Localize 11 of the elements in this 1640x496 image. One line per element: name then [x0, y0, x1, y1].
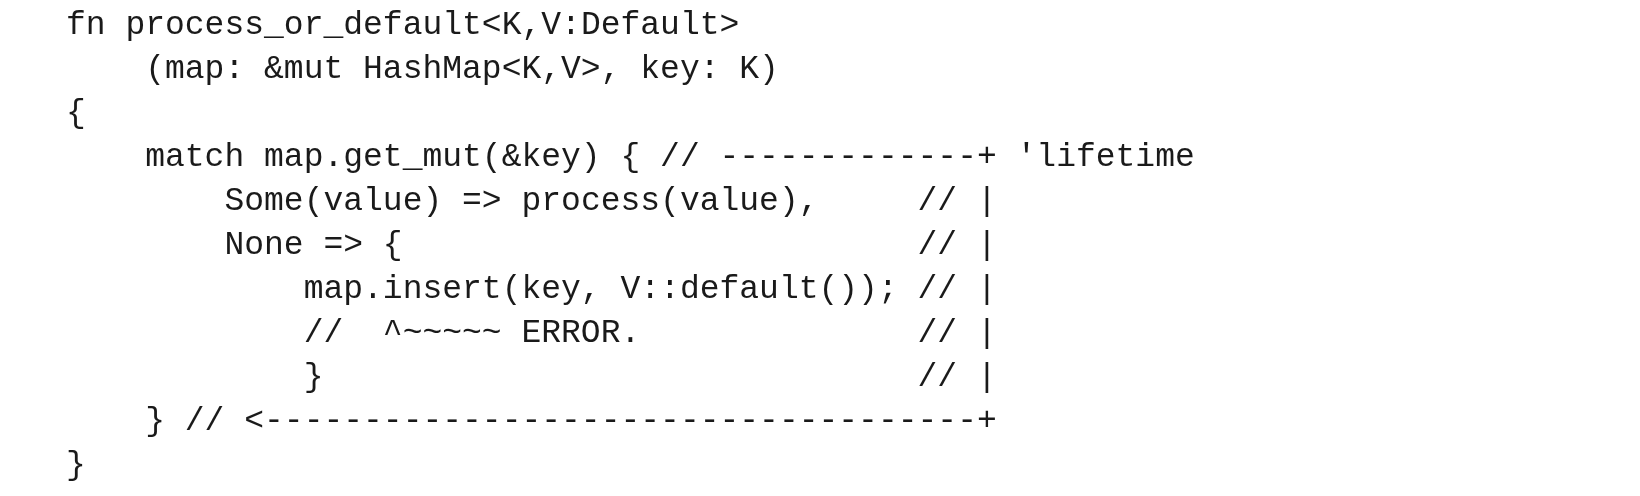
- code-line: None => { // |: [224, 227, 997, 264]
- code-line: (map: &mut HashMap<K,V>, key: K): [145, 51, 779, 88]
- code-line: } // <------------------------------------+: [145, 403, 997, 440]
- code-line: // ^~~~~~ ERROR. // |: [303, 315, 997, 352]
- code-line: match map.get_mut(&key) { // -------------+ 'lifetime: [145, 139, 1195, 176]
- code-line: fn process_or_default<K,V:Default>: [66, 7, 740, 44]
- code-line: }: [66, 447, 86, 484]
- code-line: } // |: [303, 359, 997, 396]
- code-line: {: [66, 95, 86, 132]
- code-line: Some(value) => process(value), // |: [224, 183, 997, 220]
- code-line: map.insert(key, V::default()); // |: [303, 271, 997, 308]
